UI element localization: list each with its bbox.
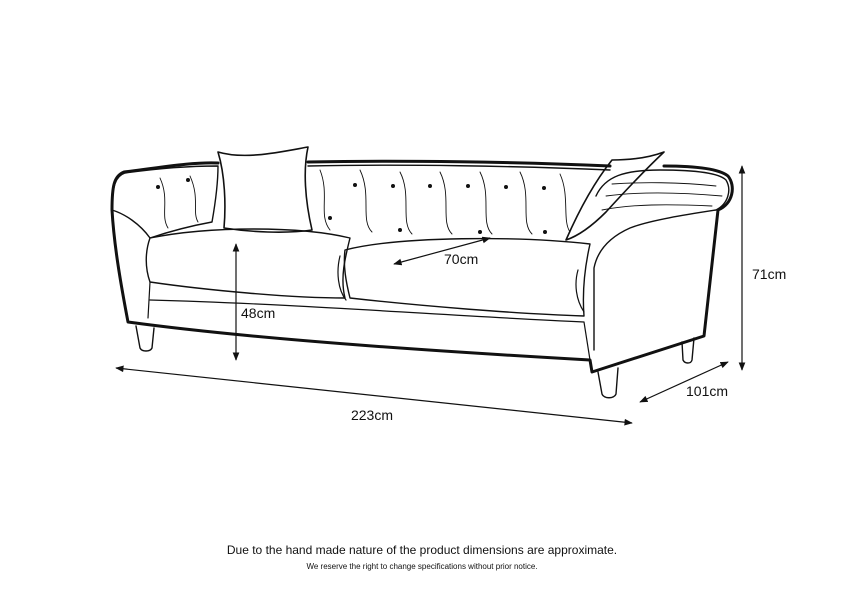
left-pillow	[217, 146, 313, 233]
cushion-front-edge	[337, 255, 585, 313]
button-tufts	[156, 178, 547, 234]
dimension-labels: 223cm 101cm 71cm 48cm 70cm	[241, 251, 786, 423]
leg-front-right	[597, 367, 619, 399]
disclaimer-text: Due to the hand made nature of the produ…	[226, 543, 618, 557]
dimension-arrows	[115, 165, 746, 426]
depth-label: 101cm	[686, 383, 728, 399]
right-arm-pleats	[601, 182, 723, 211]
height-label: 71cm	[752, 266, 786, 282]
seat-height-label: 48cm	[241, 305, 275, 321]
width-label: 223cm	[351, 407, 393, 423]
sofa-outline	[110, 159, 734, 374]
notice-text: We reserve the right to change specifica…	[306, 562, 538, 571]
right-pillow	[565, 151, 665, 241]
left-seat-cushion	[145, 228, 351, 299]
seat-front	[147, 281, 591, 361]
seat-depth-label: 70cm	[444, 251, 478, 267]
right-arm	[593, 169, 730, 351]
width-arrow	[115, 365, 633, 426]
depth-arrow	[639, 361, 729, 403]
seat-depth-arrow	[393, 236, 491, 266]
back-rest	[307, 164, 611, 171]
back-tufting	[159, 169, 571, 235]
leg-front-left	[135, 325, 155, 352]
sofa-drawing	[110, 146, 734, 399]
